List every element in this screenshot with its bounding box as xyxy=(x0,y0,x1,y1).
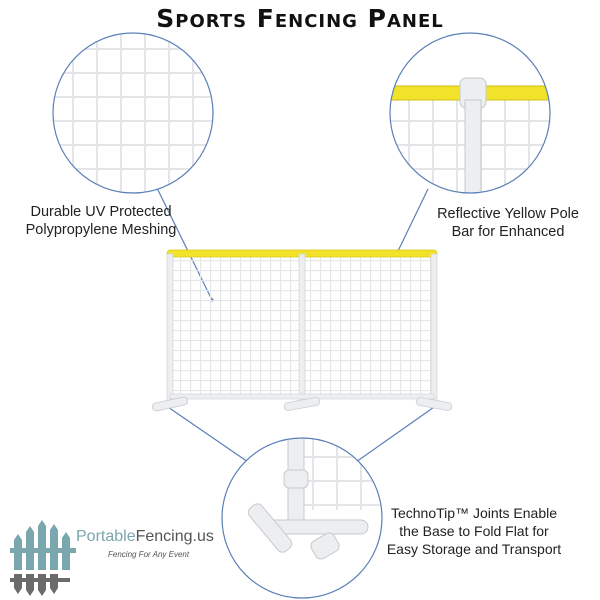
brand-logo: PortableFencing.us Fencing For Any Event xyxy=(10,520,214,598)
callout-mesh-label: Durable UV Protected Polypropylene Meshi… xyxy=(6,203,196,239)
callout-pole-line-1: Reflective Yellow Pole xyxy=(437,206,579,222)
logo-word-portable: Portable xyxy=(76,528,136,545)
callout-mesh-line-1: Durable UV Protected xyxy=(30,204,172,220)
callout-joint-line-3: Easy Storage and Transport xyxy=(386,541,562,557)
callout-joint-line-1: TechnoTip™ Joints Enable xyxy=(390,505,558,521)
logo-word-fencing: Fencing.us xyxy=(135,528,214,545)
zoom-circle-mesh xyxy=(52,32,214,194)
fence-panel xyxy=(151,249,453,412)
callout-joint-line-2: the Base to Fold Flat for xyxy=(399,523,549,539)
callout-joint-label: TechnoTip™ Joints Enable the Base to Fol… xyxy=(350,504,598,558)
callout-pole-line-2: Bar for Enhanced xyxy=(451,224,565,240)
zoom-circle-pole xyxy=(389,32,551,194)
callout-pole-label: Reflective Yellow Pole Bar for Enhanced xyxy=(420,205,596,241)
fence-logo-icon xyxy=(10,520,76,596)
page-title: Sports Fencing Panel xyxy=(156,4,444,33)
zoom-circle-joint xyxy=(221,437,383,599)
logo-wordmark: PortableFencing.us xyxy=(76,528,214,546)
logo-tagline: Fencing For Any Event xyxy=(108,550,190,559)
callout-mesh-line-2: Polypropylene Meshing xyxy=(25,222,177,238)
